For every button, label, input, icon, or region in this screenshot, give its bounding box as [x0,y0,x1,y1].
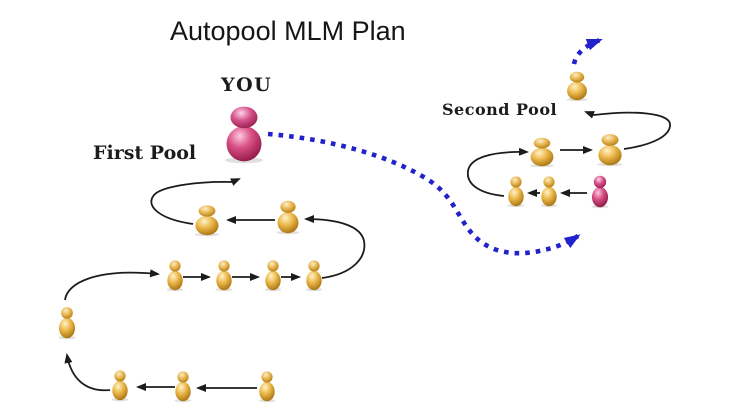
you-figure [225,106,263,164]
first-pool-top-left [194,205,220,237]
you-label: YOU [221,74,273,96]
second-pool-bottom-1 [507,176,525,208]
second-pool-bottom-2 [540,176,558,208]
figures-layer [58,71,623,403]
first-pool-top-right [276,200,300,235]
first-pool-mid-2 [215,260,233,292]
second-pool-label: Second Pool [442,100,558,119]
first-pool-mid-3 [264,260,282,292]
first-pool-mid-1 [166,260,184,292]
second-pool-mid-left [529,137,555,168]
flow-second-pool-exit [571,37,603,65]
second-pool-top [566,71,588,102]
first-pool-bottom-1 [111,370,129,402]
second-pool-right-loop [584,111,671,150]
second-pool-left-loop [467,147,529,197]
second-pool-new-member [591,175,609,209]
first-pool-mid-4 [305,260,323,292]
first-pool-right-s-curve [304,215,366,279]
flow-you-to-second-pool [267,131,581,256]
page-title: Autopool MLM Plan [170,16,406,46]
first-pool-left-to-mid [64,269,160,301]
arrows-layer [64,37,671,392]
first-pool-left [58,307,76,340]
first-pool-label: First Pool [93,142,197,164]
first-pool-exit-arrow [150,178,241,225]
first-pool-bottom-2 [174,371,192,403]
first-pool-up-arrow [64,353,111,392]
first-pool-bottom-3 [258,371,276,403]
second-pool-mid-right [597,134,623,167]
